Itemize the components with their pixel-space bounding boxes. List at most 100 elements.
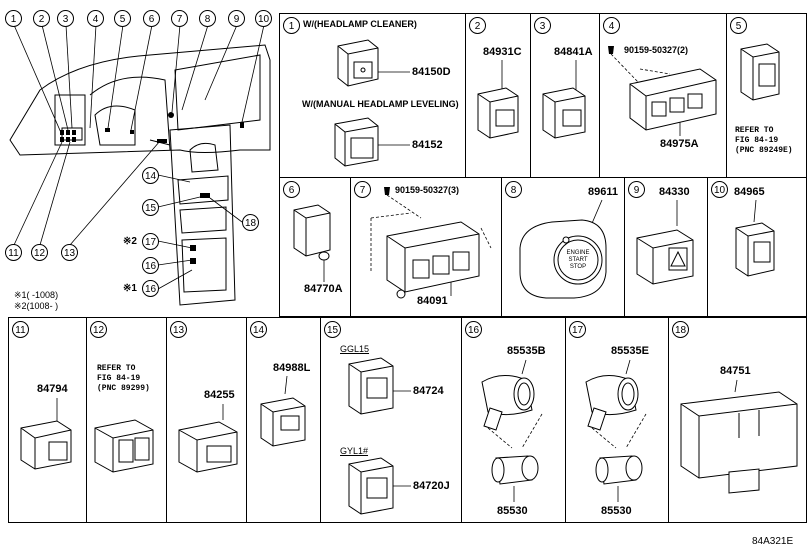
cell-number: 1 — [283, 17, 300, 34]
callout-11[interactable]: 11 — [5, 244, 22, 261]
cell-13: 13 84255 — [166, 317, 247, 523]
part-number[interactable]: 85535B — [507, 345, 546, 357]
cell-number: 12 — [90, 321, 107, 338]
cell-number: 4 — [603, 17, 620, 34]
part-number[interactable]: 84988L — [273, 362, 311, 374]
cell-number: 3 — [534, 17, 551, 34]
cell-number: 2 — [469, 17, 486, 34]
callout-1[interactable]: 1 — [5, 10, 22, 27]
callout-9[interactable]: 9 — [228, 10, 245, 27]
part-number[interactable]: 84330 — [659, 186, 690, 198]
cell-number: 10 — [711, 181, 728, 198]
callout-5[interactable]: 5 — [114, 10, 131, 27]
callout-14[interactable]: 14 — [142, 167, 159, 184]
part-number[interactable]: 84841A — [554, 46, 593, 58]
reference-note: REFER TO FIG 84-19 (PNC 89299) — [97, 364, 150, 393]
switch-drawing — [348, 357, 411, 515]
screw-part-number[interactable]: 90159-50327(2) — [624, 45, 689, 55]
callout-7[interactable]: 7 — [171, 10, 188, 27]
variant-label: W/(MANUAL HEADLAMP LEVELING) — [302, 99, 459, 109]
cell-2: 2 84931C — [465, 13, 531, 178]
cell-number: 11 — [12, 321, 29, 338]
legend-1: ※1( -1008) — [14, 290, 59, 300]
callout-18[interactable]: 18 — [242, 214, 259, 231]
cell-number: 15 — [324, 321, 341, 338]
part-number[interactable]: 89611 — [588, 186, 618, 198]
cell-number: 13 — [170, 321, 187, 338]
cell-5: 5 REFER TO FIG 84-19 (PNC 89249E) — [726, 13, 807, 178]
switch-drawing — [178, 404, 238, 473]
callout-12[interactable]: 12 — [31, 244, 48, 261]
cell-11: 11 84794 — [8, 317, 87, 523]
control-unit-drawing — [680, 379, 798, 494]
cell-1: 1 W/(HEADLAMP CLEANER) W/(MANUAL HEADLAM… — [279, 13, 466, 178]
callout-16b[interactable]: 16 — [142, 280, 159, 297]
part-number[interactable]: 84975A — [660, 138, 699, 150]
part-number[interactable]: 84794 — [37, 383, 68, 395]
callout-15[interactable]: 15 — [142, 199, 159, 216]
part-number[interactable]: 84770A — [304, 283, 343, 295]
cell-17: 17 85535E 85530 — [565, 317, 669, 523]
switch-drawing — [94, 419, 154, 473]
cell-12: 12 REFER TO FIG 84-19 (PNC 89299) — [86, 317, 167, 523]
part-number[interactable]: 85530 — [601, 505, 632, 517]
callout-2[interactable]: 2 — [33, 10, 50, 27]
switch-drawing — [293, 204, 331, 282]
variant-label: W/(HEADLAMP CLEANER) — [303, 19, 417, 29]
start-button-drawing — [519, 199, 607, 299]
switch-drawing — [334, 39, 410, 167]
callout-3[interactable]: 3 — [57, 10, 74, 27]
cell-16: 16 85535B 85530 — [461, 317, 566, 523]
cell-4: 4 90159-50327(2) 84975A — [599, 13, 727, 178]
callout-8[interactable]: 8 — [199, 10, 216, 27]
switch-drawing — [735, 199, 775, 277]
cell-6: 6 84770A — [279, 177, 351, 317]
switch-drawing — [20, 398, 72, 470]
part-number[interactable]: 84150D — [412, 66, 451, 78]
part-number[interactable]: 85535E — [611, 345, 649, 357]
mark-17: ※2 — [123, 236, 137, 247]
switch-panel-drawing — [608, 46, 717, 136]
dashboard-illustration — [9, 24, 271, 306]
switch-drawing — [740, 43, 780, 101]
cell-number: 7 — [354, 181, 371, 198]
cell-number: 14 — [250, 321, 267, 338]
callout-6[interactable]: 6 — [143, 10, 160, 27]
part-number[interactable]: 84931C — [483, 46, 522, 58]
hazard-switch-drawing — [636, 200, 694, 285]
part-number[interactable]: 84751 — [720, 365, 751, 377]
legend-2: ※2(1008- ) — [14, 301, 59, 311]
callout-10[interactable]: 10 — [255, 10, 272, 27]
part-number[interactable]: 84720J — [413, 480, 450, 492]
cell-number: 8 — [505, 181, 522, 198]
cell-number: 17 — [569, 321, 586, 338]
socket-drawing — [481, 359, 543, 502]
reference-note: REFER TO FIG 84-19 (PNC 89249E) — [735, 126, 793, 155]
switch-drawing — [542, 60, 586, 139]
cell-number: 18 — [672, 321, 689, 338]
part-number[interactable]: 84152 — [412, 139, 443, 151]
cell-9: 9 84330 — [624, 177, 708, 317]
socket-drawing — [585, 359, 647, 502]
cell-number: 6 — [283, 181, 300, 198]
part-number[interactable]: 85530 — [497, 505, 528, 517]
callout-4[interactable]: 4 — [87, 10, 104, 27]
grade-label: GGL15 — [340, 344, 370, 354]
cell-number: 5 — [730, 17, 747, 34]
screw-part-number[interactable]: 90159-50327(3) — [395, 185, 460, 195]
cell-3: 3 84841A — [530, 13, 600, 178]
grade-label: GYL1# — [340, 446, 369, 456]
mark-16: ※1 — [123, 283, 137, 294]
cell-7: 7 90159-50327(3) 84091 — [350, 177, 502, 317]
part-number[interactable]: 84724 — [413, 385, 444, 397]
callout-13[interactable]: 13 — [61, 244, 78, 261]
part-number[interactable]: 84255 — [204, 389, 235, 401]
part-number[interactable]: 84965 — [734, 186, 765, 198]
callout-16a[interactable]: 16 — [142, 257, 159, 274]
overview-diagram: 1 2 3 4 5 6 7 8 9 10 11 12 13 14 15 18 ※… — [0, 0, 282, 315]
cell-10: 10 84965 — [707, 177, 807, 317]
callout-17[interactable]: 17 — [142, 233, 159, 250]
cell-15: 15 GGL15 GYL1# 84724 84720J — [320, 317, 462, 523]
part-number[interactable]: 84091 — [417, 295, 448, 307]
